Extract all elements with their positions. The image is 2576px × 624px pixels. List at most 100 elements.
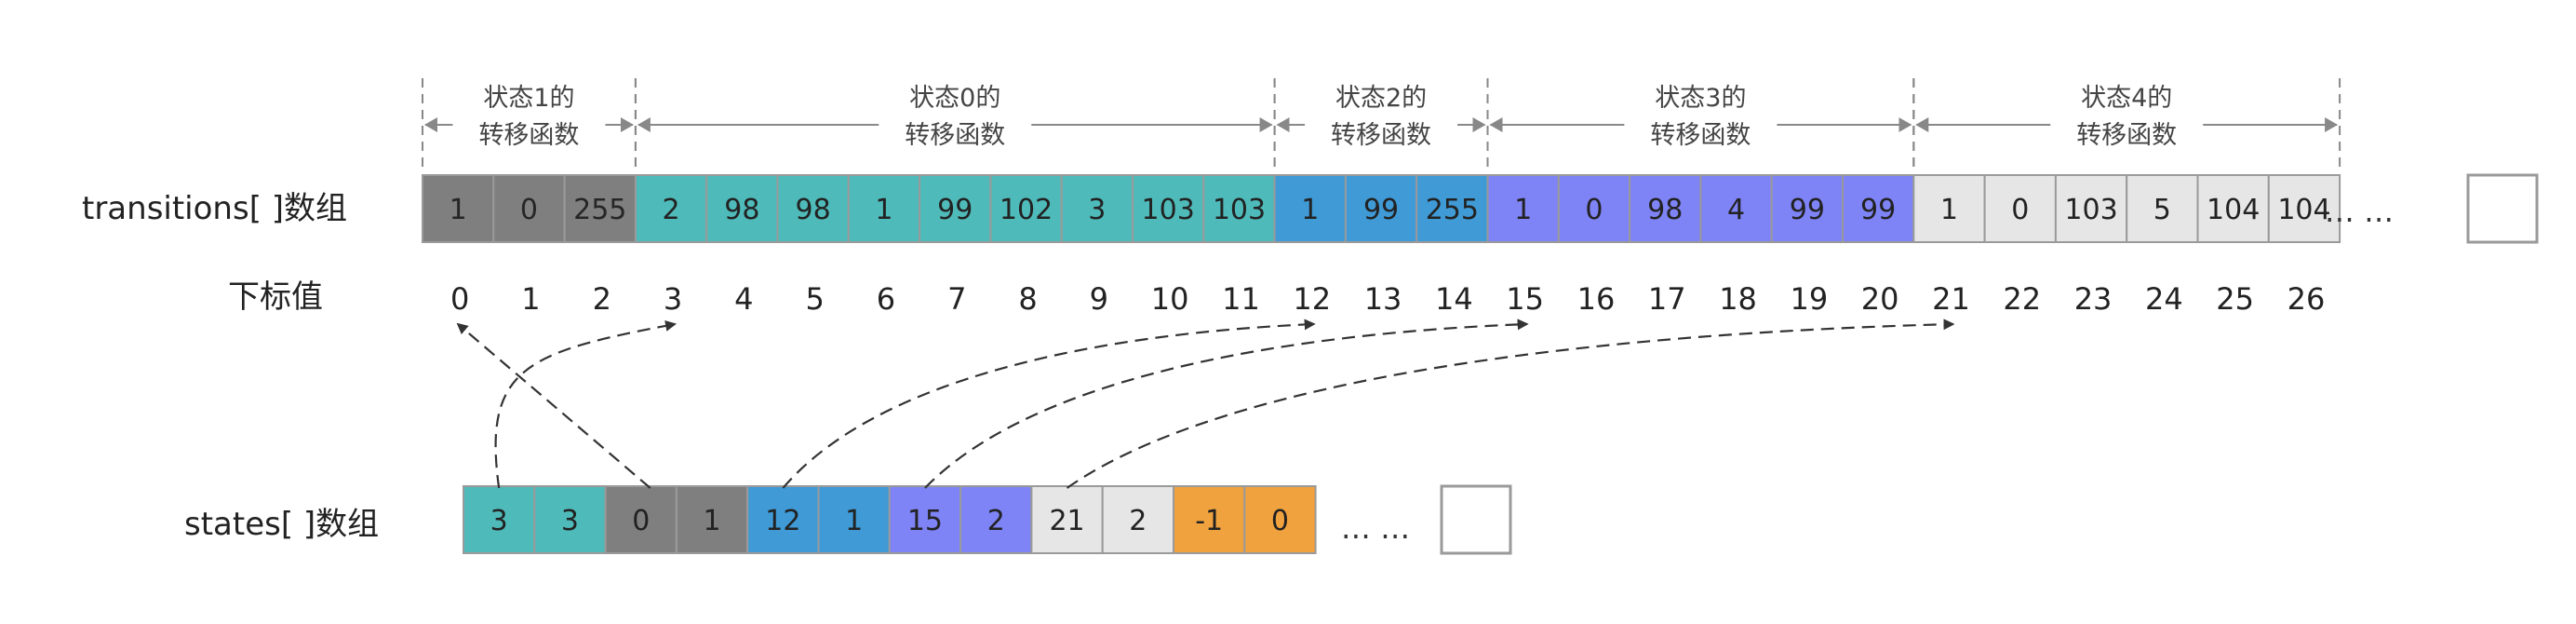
state-cell-value: 3 [490,505,508,537]
transition-cell-value: 98 [1647,194,1683,226]
index-label: 16 [1577,281,1616,317]
index-label: 8 [1018,281,1037,317]
transition-cell-7 [919,174,992,243]
index-label: 7 [947,281,966,317]
transition-cell-value: 98 [796,194,831,226]
state-cell-11 [1243,485,1317,554]
index-label: 2 [593,281,611,317]
group-subtitle: 转移函数 [478,121,579,150]
state-cell-value: 3 [561,505,579,537]
transition-cell-25 [2196,174,2270,243]
transition-cell-value: 103 [1213,194,1266,226]
state-cell-value: 0 [632,505,650,537]
index-label: 4 [734,281,753,317]
index-label: 6 [877,281,895,317]
transition-cell-value: 102 [1000,194,1053,226]
transition-cell-value: 99 [1860,194,1896,226]
state-cell-value: 1 [704,505,721,537]
index-label: 5 [805,281,824,317]
transition-cell-value: 1 [1940,194,1958,226]
index-label: 11 [1222,281,1260,317]
transition-cell-value: 1 [1514,194,1532,226]
index-label: 0 [450,281,469,317]
transition-cell-24 [2126,174,2199,243]
transition-cell-value: 103 [1142,194,1195,226]
index-label: 15 [1506,281,1544,317]
state-cell-2 [604,485,678,554]
states-ellipsis: … … [1341,510,1410,546]
pointer-arrow-2 [782,319,1316,489]
transition-cell-value: 5 [2153,194,2171,226]
transition-cell-value: 99 [1790,194,1825,226]
transition-cell-1 [492,174,566,243]
transition-cell-value: 104 [2277,194,2330,226]
pointer-arrow-4 [1066,319,1955,489]
pointer-arrow-1 [456,322,651,489]
group-title: 状态0的 [909,84,1000,113]
transition-cell-value: 4 [1727,194,1745,226]
state-cell-6 [888,485,962,554]
index-label: 19 [1790,281,1828,317]
state-cell-8 [1030,485,1104,554]
pointer-arrow-3 [924,319,1529,489]
pointer-arrow-0 [494,319,678,489]
transition-cell-16 [1557,174,1631,243]
transition-cell-20 [1842,174,1915,243]
group-subtitle: 转移函数 [905,121,1005,150]
transition-cell-2 [563,174,637,243]
transition-cell-value: 2 [663,194,680,226]
transition-cell-value: 255 [573,194,626,226]
transition-cell-value: 104 [2207,194,2260,226]
state-cell-value: 2 [1129,505,1147,537]
state-cell-value: -1 [1195,505,1223,537]
state-cell-value: 2 [987,505,1005,537]
state-cell-4 [746,485,820,554]
transitions-ellipsis: … … [2325,194,2394,229]
index-label: 21 [1932,281,1970,317]
transition-cell-value: 99 [1363,194,1399,226]
transition-cell-value: 99 [937,194,973,226]
group-title: 状态2的 [1335,84,1427,113]
index-label: 22 [2003,281,2041,317]
state-cell-value: 1 [845,505,863,537]
transition-cell-15 [1486,174,1560,243]
index-label: 14 [1435,281,1473,317]
transition-cell-19 [1770,174,1844,243]
state-cell-value: 0 [1271,505,1289,537]
transition-cell-value: 0 [1585,194,1603,226]
state-cell-10 [1173,485,1246,554]
index-label: 3 [664,281,682,317]
transition-cell-value: 3 [1088,194,1106,226]
state-cell-value: 12 [765,505,800,537]
index-label: 12 [1293,281,1331,317]
transitions-empty-cell [2466,173,2539,244]
index-label: 13 [1364,281,1402,317]
state-cell-value: 21 [1049,505,1084,537]
transition-cell-0 [422,174,495,243]
transition-cell-13 [1344,174,1418,243]
group-title: 状态4的 [2081,84,2172,113]
state-cell-3 [675,485,749,554]
state-cell-value: 15 [907,505,943,537]
transition-cell-value: 0 [2011,194,2029,226]
group-title: 状态3的 [1655,84,1746,113]
state-cell-1 [533,485,607,554]
transition-cell-5 [776,174,850,243]
group-subtitle: 转移函数 [1331,121,1431,150]
transition-cell-9 [1060,174,1134,243]
transition-cell-21 [1912,174,1986,243]
state-cell-9 [1101,485,1174,554]
transition-cell-18 [1699,174,1773,243]
index-label: 18 [1719,281,1757,317]
index-label: 17 [1648,281,1686,317]
transition-cell-12 [1273,174,1347,243]
transitions-array-label: transitions[ ]数组 [82,190,347,227]
index-label: 26 [2288,281,2326,317]
index-label: 23 [2074,281,2113,317]
index-label: 24 [2145,281,2183,317]
